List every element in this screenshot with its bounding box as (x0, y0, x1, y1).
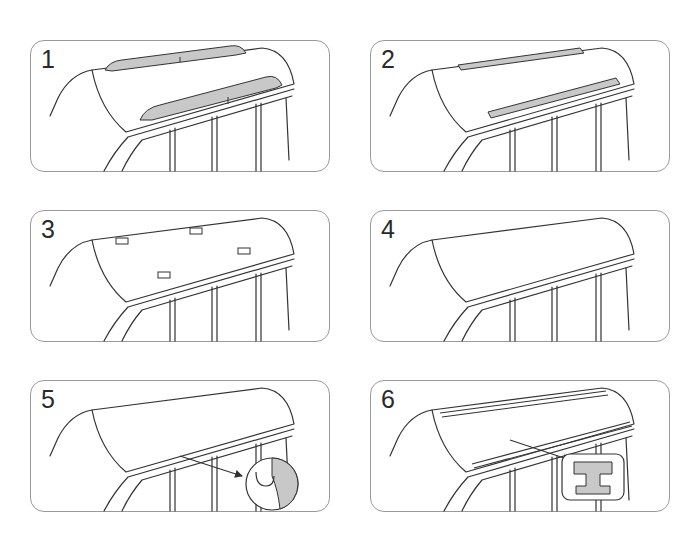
panel-number: 1 (41, 44, 55, 74)
panel-box: 3 (30, 210, 330, 342)
panel-number: 6 (381, 384, 395, 414)
panel-number: 5 (41, 384, 55, 414)
panel-number: 4 (381, 214, 395, 244)
panel-box: 4 (370, 210, 670, 342)
panel-number: 2 (381, 44, 395, 74)
panel-box: 1 (30, 40, 330, 172)
panel-box: 2 (370, 40, 670, 172)
panel-box: 5 (30, 380, 330, 512)
panel-box: 6 (370, 380, 670, 512)
panel-number: 3 (41, 214, 55, 244)
